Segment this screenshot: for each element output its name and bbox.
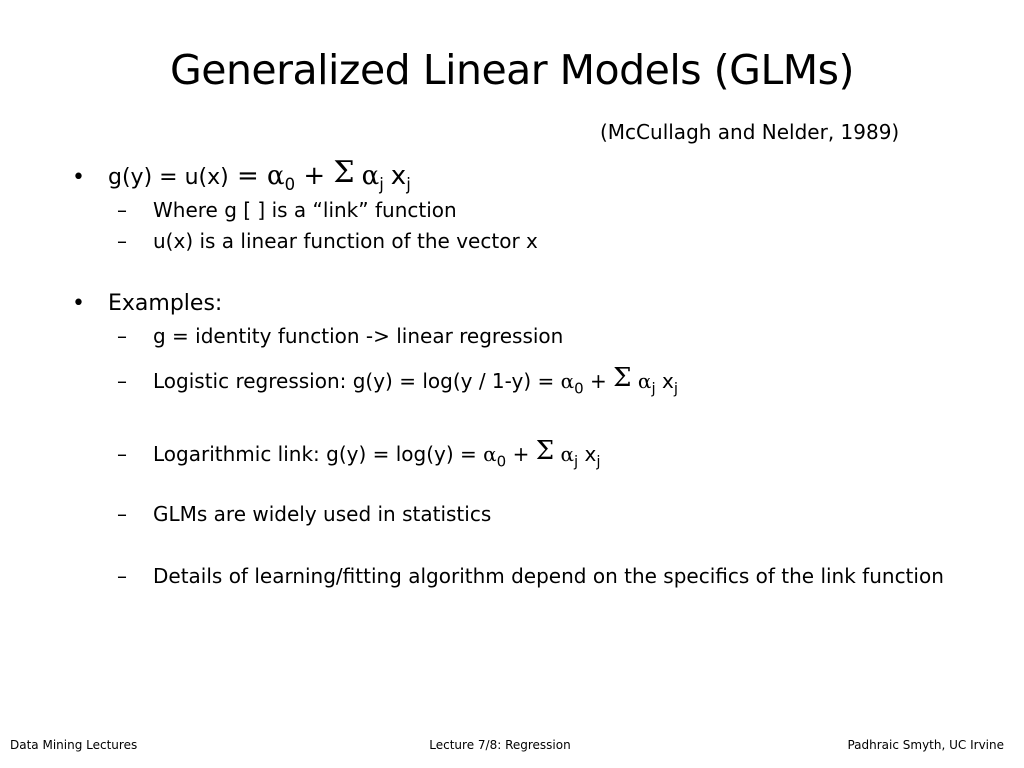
dash: –	[117, 564, 127, 588]
footer-author: Padhraic Smyth, UC Irvine	[847, 738, 1004, 752]
slide-title: Generalized Linear Models (GLMs)	[169, 46, 855, 94]
subscript-j: j	[573, 452, 579, 471]
sub-bullet-link-function: –Where g [ ] is a “link” function	[117, 198, 457, 222]
subscript-0: 0	[574, 379, 584, 398]
dash: –	[117, 198, 127, 222]
x-variable: x	[390, 161, 407, 191]
alpha-symbol: α	[361, 161, 380, 191]
alpha-symbol: α	[560, 442, 574, 466]
alpha-symbol: α	[560, 369, 575, 393]
sigma-symbol: Σ	[535, 436, 555, 466]
sub-bullet-linear-function: –u(x) is a linear function of the vector…	[117, 229, 538, 253]
example-logistic: –Logistic regression: g(y) = log(y / 1-y…	[117, 363, 678, 398]
sigma-symbol: Σ	[333, 155, 355, 190]
footer-lecture: Lecture 7/8: Regression	[429, 738, 571, 752]
subscript-j: j	[406, 174, 411, 194]
alpha-symbol: α	[267, 161, 285, 191]
eq-lhs: g(y) = u(x)	[108, 165, 229, 190]
bullet-examples: •Examples:	[72, 289, 222, 319]
dash: –	[117, 324, 127, 348]
example-identity: –g = identity function -> linear regress…	[117, 324, 564, 348]
example-logarithmic: –Logarithmic link: g(y) = log(y) = α0 + …	[117, 436, 601, 471]
bullet-dot: •	[72, 291, 85, 316]
subscript-j: j	[596, 452, 601, 471]
alpha-symbol: α	[637, 369, 652, 393]
dash: –	[117, 442, 127, 466]
dash: –	[117, 502, 127, 526]
dash: –	[117, 229, 127, 253]
bullet-glm-equation: •g(y) = u(x) = α0 + Σ αj xj	[72, 158, 411, 194]
subscript-j: j	[651, 379, 656, 398]
eq-plus: +	[295, 161, 334, 191]
subscript-j: j	[673, 379, 678, 398]
dash: –	[117, 369, 127, 393]
subscript-j: j	[379, 174, 384, 194]
sigma-symbol: Σ	[613, 363, 632, 393]
subscript-0: 0	[496, 452, 507, 471]
citation: (McCullagh and Nelder, 1989)	[600, 120, 900, 144]
example-glms-statistics: –GLMs are widely used in statistics	[117, 502, 492, 526]
eq-equals: =	[228, 161, 268, 191]
footer-course: Data Mining Lectures	[10, 738, 138, 752]
subscript-0: 0	[284, 174, 296, 194]
alpha-symbol: α	[483, 442, 497, 466]
example-fitting-algorithm: –Details of learning/fitting algorithm d…	[117, 564, 944, 588]
bullet-dot: •	[72, 165, 85, 190]
